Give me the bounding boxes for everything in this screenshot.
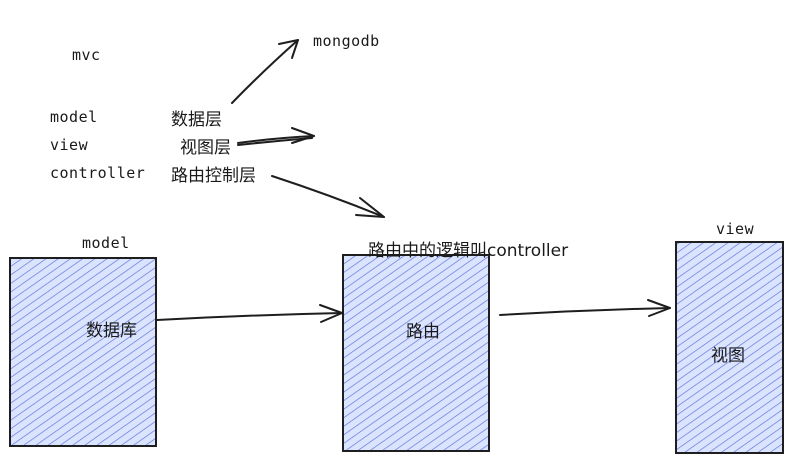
view-box-title: view <box>716 220 755 238</box>
note-view: view <box>50 136 89 154</box>
view-box <box>675 241 784 454</box>
router-box <box>342 254 490 452</box>
note-controller: controller <box>50 164 146 182</box>
note-model-desc: 数据层 <box>171 110 222 130</box>
model-box-label: 数据库 <box>86 321 137 341</box>
note-model: model <box>50 108 98 126</box>
arrow-router-to-view <box>499 299 671 317</box>
model-box <box>9 257 157 447</box>
arrow-to-mongodb <box>231 39 299 104</box>
note-view-desc: 视图层 <box>180 138 231 158</box>
view-box-label: 视图 <box>711 346 745 366</box>
arrow-controller-desc <box>271 175 385 218</box>
note-mvc: mvc <box>72 46 101 64</box>
arrow-view-desc <box>237 127 315 146</box>
arrow-model-to-router <box>156 304 343 323</box>
router-box-label: 路由 <box>406 322 440 342</box>
router-box-title: 路由中的逻辑叫controller <box>368 241 569 261</box>
model-box-title: model <box>82 234 130 252</box>
note-controller-desc: 路由控制层 <box>171 166 256 186</box>
note-mongodb: mongodb <box>313 32 380 50</box>
